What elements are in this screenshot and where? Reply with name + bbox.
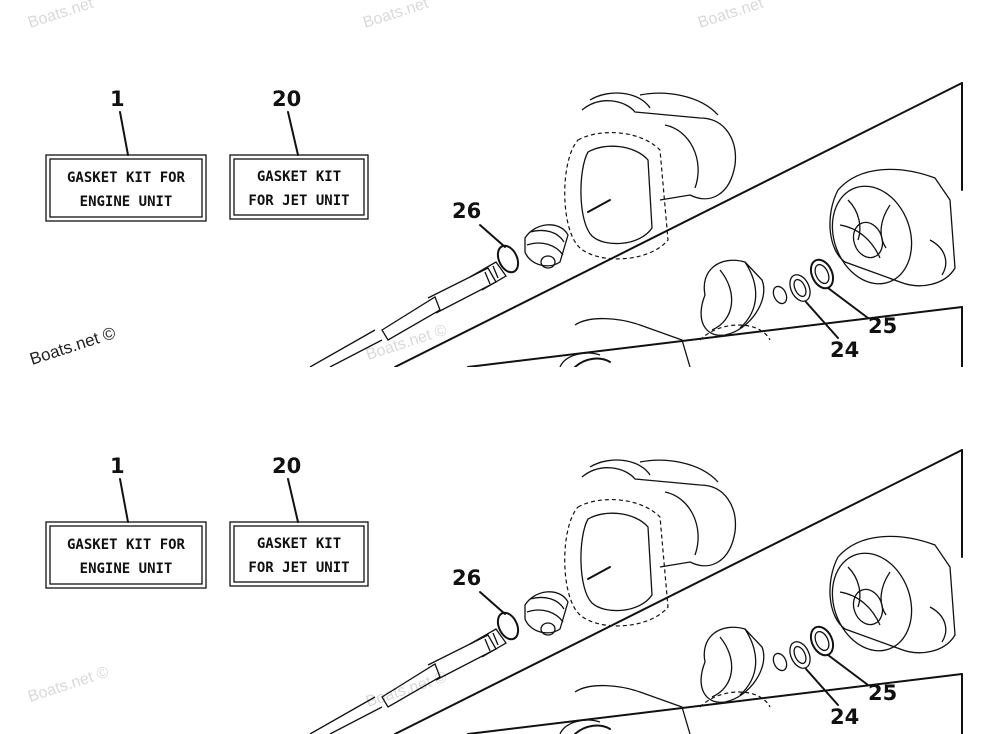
gasket-kit-engine-box: GASKET KIT FOR ENGINE UNIT bbox=[45, 521, 207, 589]
watermark: Boats.net © bbox=[364, 669, 449, 711]
o-ring-26 bbox=[496, 244, 520, 274]
callout-20: 20 bbox=[272, 87, 301, 111]
engine-kit-line1: GASKET KIT FOR bbox=[67, 537, 186, 553]
impeller bbox=[699, 259, 771, 341]
bearing-cone bbox=[524, 224, 569, 269]
lower-casing bbox=[559, 684, 691, 734]
jet-kit-line2: FOR JET UNIT bbox=[248, 193, 349, 209]
o-ring-26 bbox=[496, 611, 520, 641]
callout-1: 1 bbox=[110, 87, 125, 111]
drive-shaft bbox=[309, 261, 507, 367]
watermark: Boats.net bbox=[26, 0, 96, 32]
diagram-panel-top: Boats.net Boats.net Boats.net Boats.net … bbox=[26, 0, 963, 367]
washer-and-seals bbox=[772, 625, 835, 672]
seal-25 bbox=[809, 258, 835, 290]
engine-kit-line2: ENGINE UNIT bbox=[80, 561, 173, 577]
callout-25: 25 bbox=[868, 314, 897, 338]
watermark: Boats.net bbox=[361, 0, 431, 32]
callout-1: 1 bbox=[110, 454, 125, 478]
jet-kit-line1: GASKET KIT bbox=[257, 536, 341, 552]
watermark-side: Boats.net © bbox=[26, 664, 111, 706]
callout-25: 25 bbox=[868, 681, 897, 705]
parts-drawing: Boats.net © Boats.net © 1 GASKET KIT FOR… bbox=[26, 449, 963, 734]
gasket-kit-jet-box: GASKET KIT FOR JET UNIT bbox=[229, 521, 369, 587]
watermark-side: Boats.net © bbox=[27, 323, 118, 367]
callout-26: 26 bbox=[452, 566, 481, 590]
pump-housing bbox=[564, 459, 737, 627]
callout-24: 24 bbox=[830, 338, 859, 362]
parts-drawing: Boats.net Boats.net Boats.net Boats.net … bbox=[26, 0, 963, 367]
gasket-kit-engine-box: GASKET KIT FOR ENGINE UNIT bbox=[45, 154, 207, 222]
callout-24: 24 bbox=[830, 705, 859, 729]
lower-casing bbox=[559, 317, 691, 367]
jet-kit-line1: GASKET KIT bbox=[257, 169, 341, 185]
watermark: Boats.net bbox=[696, 0, 766, 32]
engine-kit-line1: GASKET KIT FOR bbox=[67, 170, 186, 186]
pump-housing bbox=[564, 92, 737, 260]
jet-kit-line2: FOR JET UNIT bbox=[248, 560, 349, 576]
impeller bbox=[699, 626, 771, 708]
bearing-cone bbox=[524, 591, 569, 636]
washer-and-seals bbox=[772, 258, 835, 305]
drive-shaft bbox=[309, 628, 507, 734]
outlet-housing bbox=[829, 168, 956, 287]
callout-26: 26 bbox=[452, 199, 481, 223]
seal-25 bbox=[809, 625, 835, 657]
engine-kit-line2: ENGINE UNIT bbox=[80, 194, 173, 210]
diagram-panel-bottom: Boats.net © Boats.net © 1 GASKET KIT FOR… bbox=[0, 367, 1000, 734]
gasket-kit-jet-box: GASKET KIT FOR JET UNIT bbox=[229, 154, 369, 220]
callout-20: 20 bbox=[272, 454, 301, 478]
outlet-housing bbox=[829, 535, 956, 654]
